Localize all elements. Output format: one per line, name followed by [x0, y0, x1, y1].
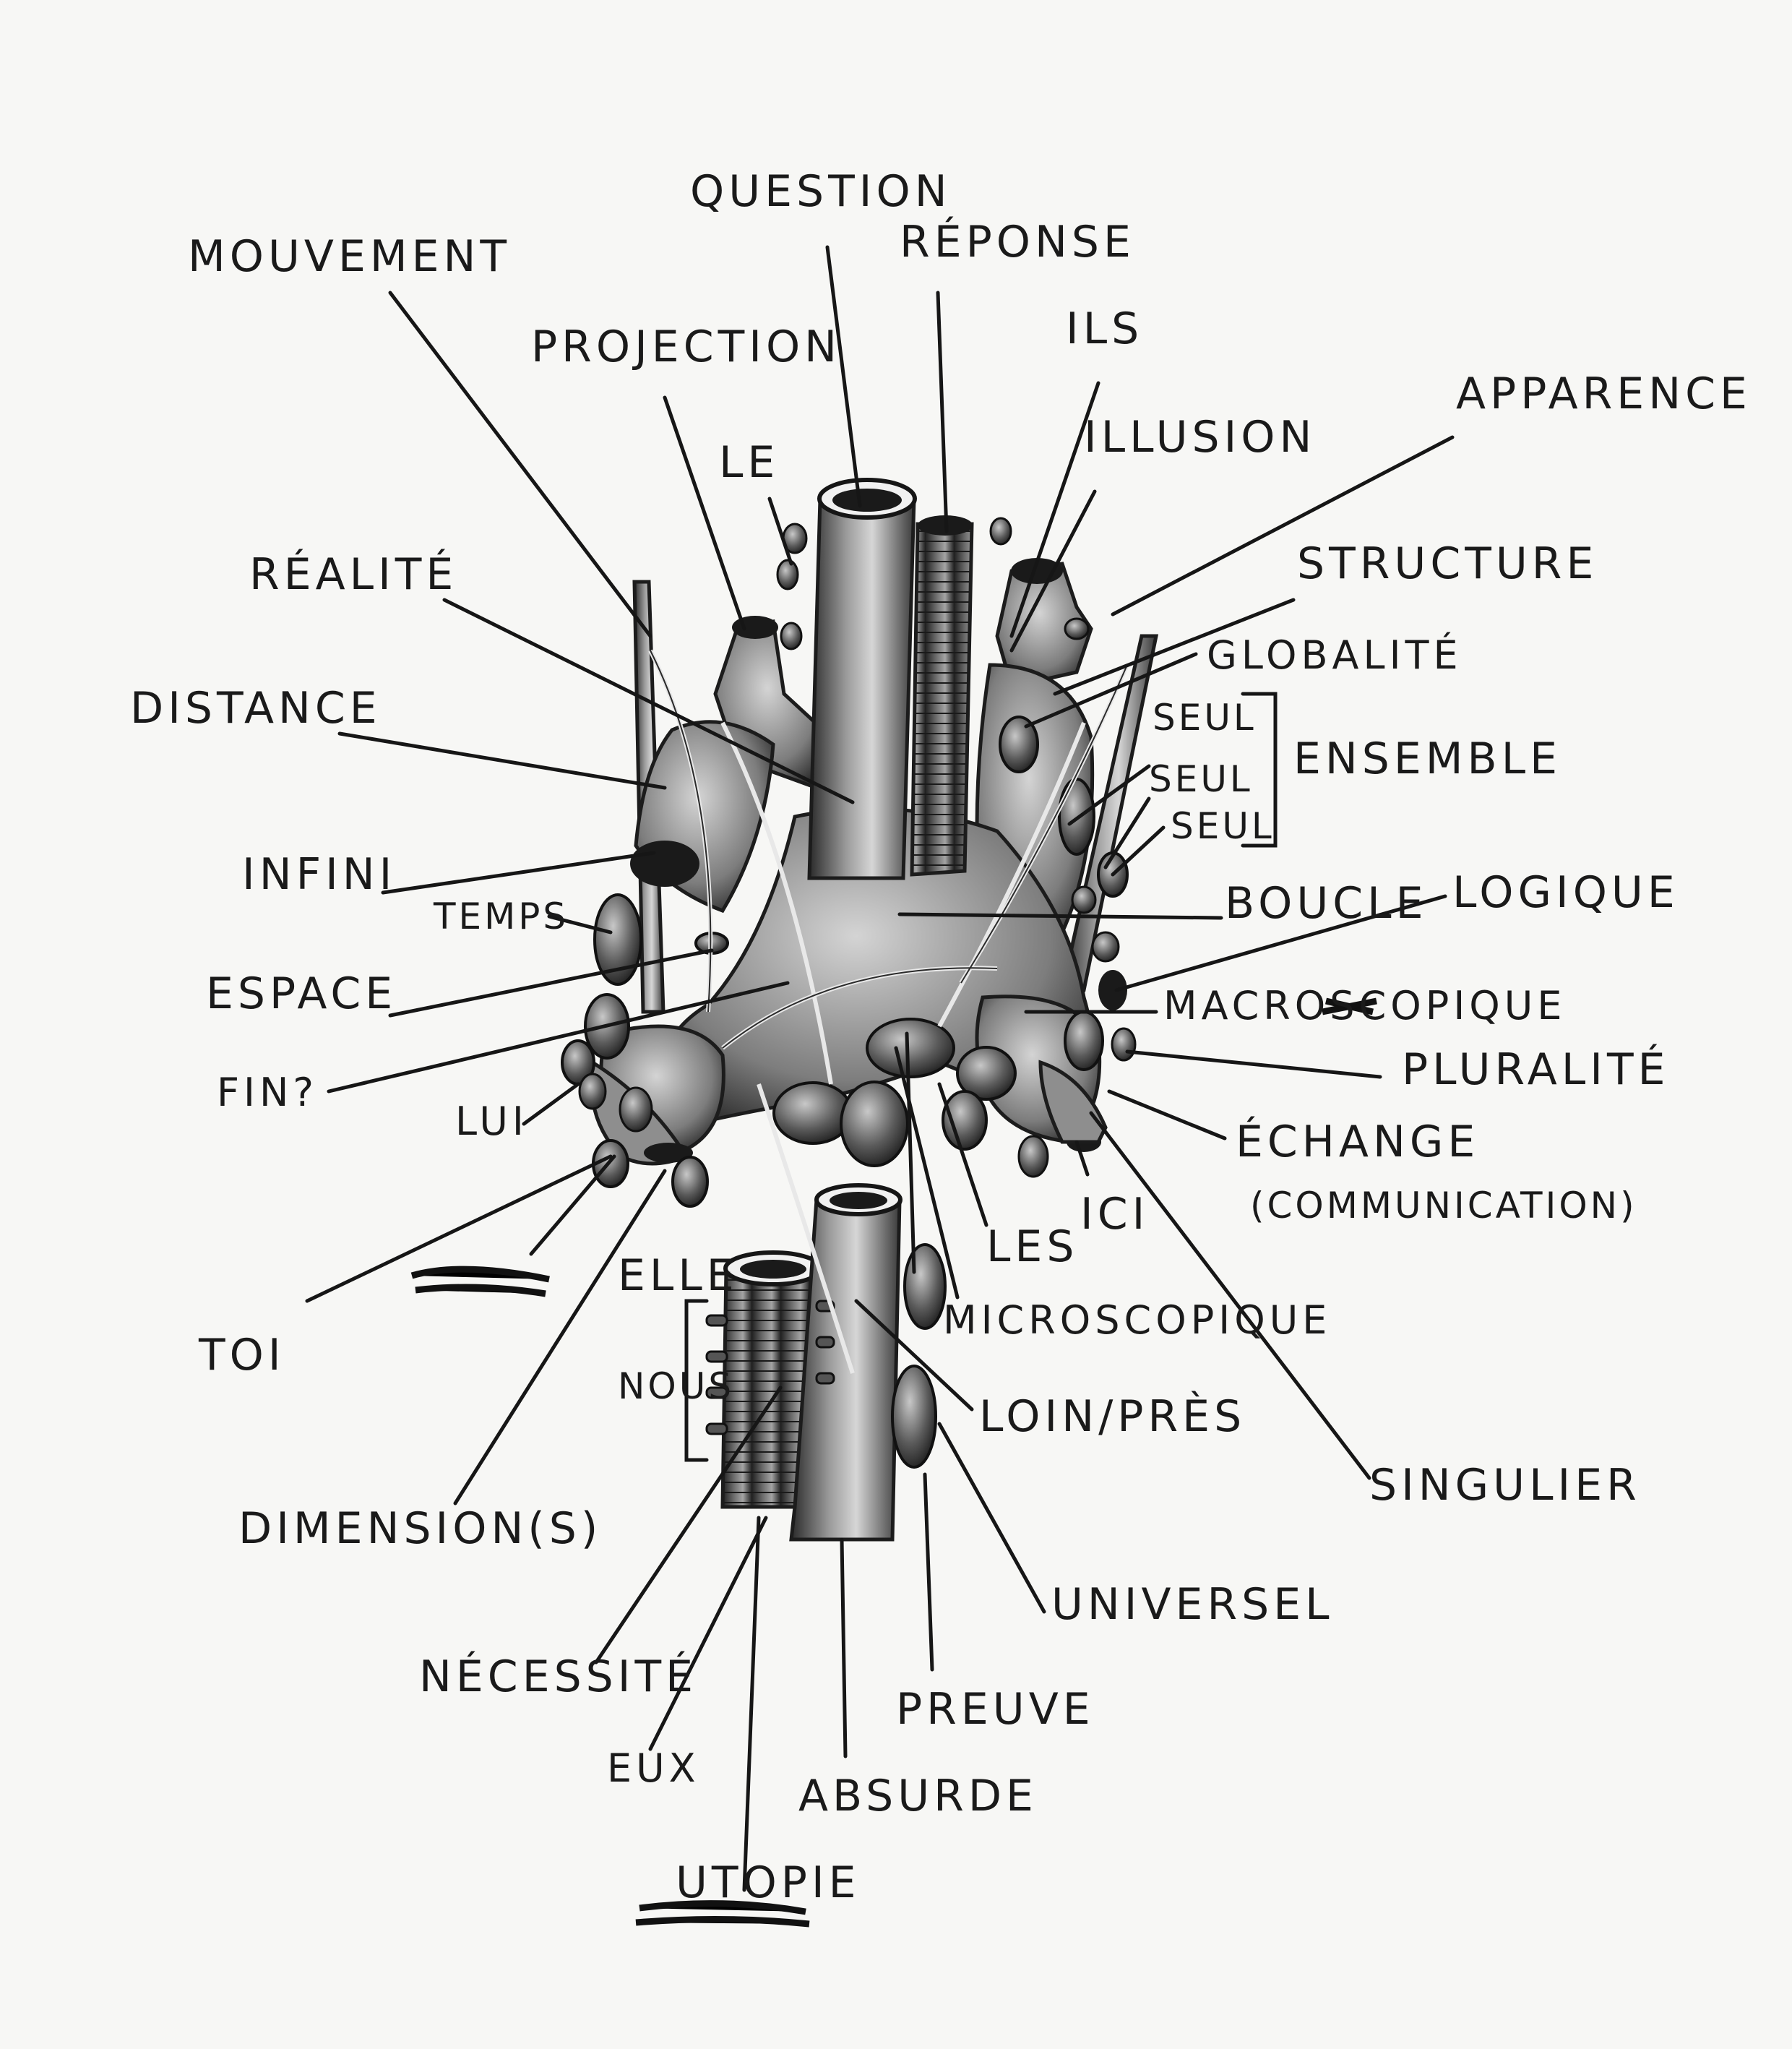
label-illusion: ILLUSION	[1084, 412, 1316, 463]
vessel-drawing	[561, 478, 1159, 1542]
label-macroscopique: MACROSCOPIQUE	[1163, 983, 1566, 1028]
crossed-out-marks	[410, 997, 1377, 1928]
label-universel: UNIVERSEL	[1051, 1579, 1334, 1630]
label-espace: ESPACE	[206, 968, 397, 1019]
label-les: LES	[986, 1221, 1078, 1272]
leader-lines	[305, 245, 1455, 1892]
lower-right-branch	[1038, 1060, 1108, 1144]
label-question: QUESTION	[690, 166, 952, 217]
label-mouvement: MOUVEMENT	[188, 231, 511, 282]
label-lui: LUI	[455, 1099, 528, 1144]
right-side-opening	[1098, 970, 1127, 1010]
label-seul-3: SEUL	[1171, 805, 1275, 847]
label-fin: FIN?	[217, 1070, 318, 1115]
label-echange: ÉCHANGE	[1236, 1115, 1479, 1167]
label-elle: ELLE	[618, 1250, 738, 1301]
label-infini: INFINI	[242, 849, 396, 900]
label-nous: NOUS	[618, 1365, 734, 1407]
labels: QUESTION RÉPONSE MOUVEMENT PROJECTION IL…	[130, 166, 1752, 1908]
label-preuve: PREUVE	[896, 1684, 1095, 1735]
label-ici: ICI	[1080, 1189, 1149, 1240]
label-seul-2: SEUL	[1149, 758, 1253, 800]
left-upper-branch-opening	[732, 616, 778, 639]
label-loin-pres: LOIN/PRÈS	[979, 1390, 1246, 1442]
label-boucle: BOUCLE	[1225, 878, 1427, 929]
response-vessel	[910, 522, 974, 877]
right-upper-branch	[995, 562, 1093, 689]
label-singulier: SINGULIER	[1369, 1460, 1641, 1511]
nous-bracket	[684, 1299, 709, 1462]
label-structure: STRUCTURE	[1297, 538, 1598, 589]
label-le: LE	[719, 437, 779, 488]
label-reponse: RÉPONSE	[900, 215, 1135, 267]
label-ils: ILS	[1066, 304, 1143, 354]
lower-left-branch-opening	[644, 1143, 693, 1163]
label-temps: TEMPS	[433, 895, 569, 937]
label-microscopique: MICROSCOPIQUE	[943, 1297, 1331, 1343]
label-realite: RÉALITÉ	[249, 548, 457, 600]
label-absurde: ABSURDE	[798, 1771, 1038, 1821]
label-dimensions: DIMENSION(S)	[238, 1503, 602, 1554]
label-seul-1: SEUL	[1153, 697, 1257, 739]
label-ensemble: ENSEMBLE	[1293, 734, 1561, 784]
label-eux: EUX	[607, 1745, 700, 1791]
label-projection: PROJECTION	[531, 322, 841, 372]
left-bulb-opening	[630, 841, 699, 887]
vessel-studs	[705, 1300, 835, 1435]
label-logique: LOGIQUE	[1452, 867, 1679, 918]
ensemble-bracket	[1241, 692, 1278, 848]
label-communication: (COMMUNICATION)	[1250, 1185, 1637, 1227]
label-distance: DISTANCE	[130, 683, 382, 734]
label-globalite: GLOBALITÉ	[1207, 632, 1463, 678]
label-utopie: UTOPIE	[676, 1857, 861, 1908]
label-apparence: APPARENCE	[1456, 369, 1752, 419]
lower-smooth-vessel	[789, 1198, 902, 1542]
label-necessite: NÉCESSITÉ	[419, 1650, 697, 1702]
label-toi: TOI	[198, 1330, 285, 1380]
question-vessel	[807, 497, 916, 880]
label-pluralite: PLURALITÉ	[1402, 1043, 1670, 1095]
